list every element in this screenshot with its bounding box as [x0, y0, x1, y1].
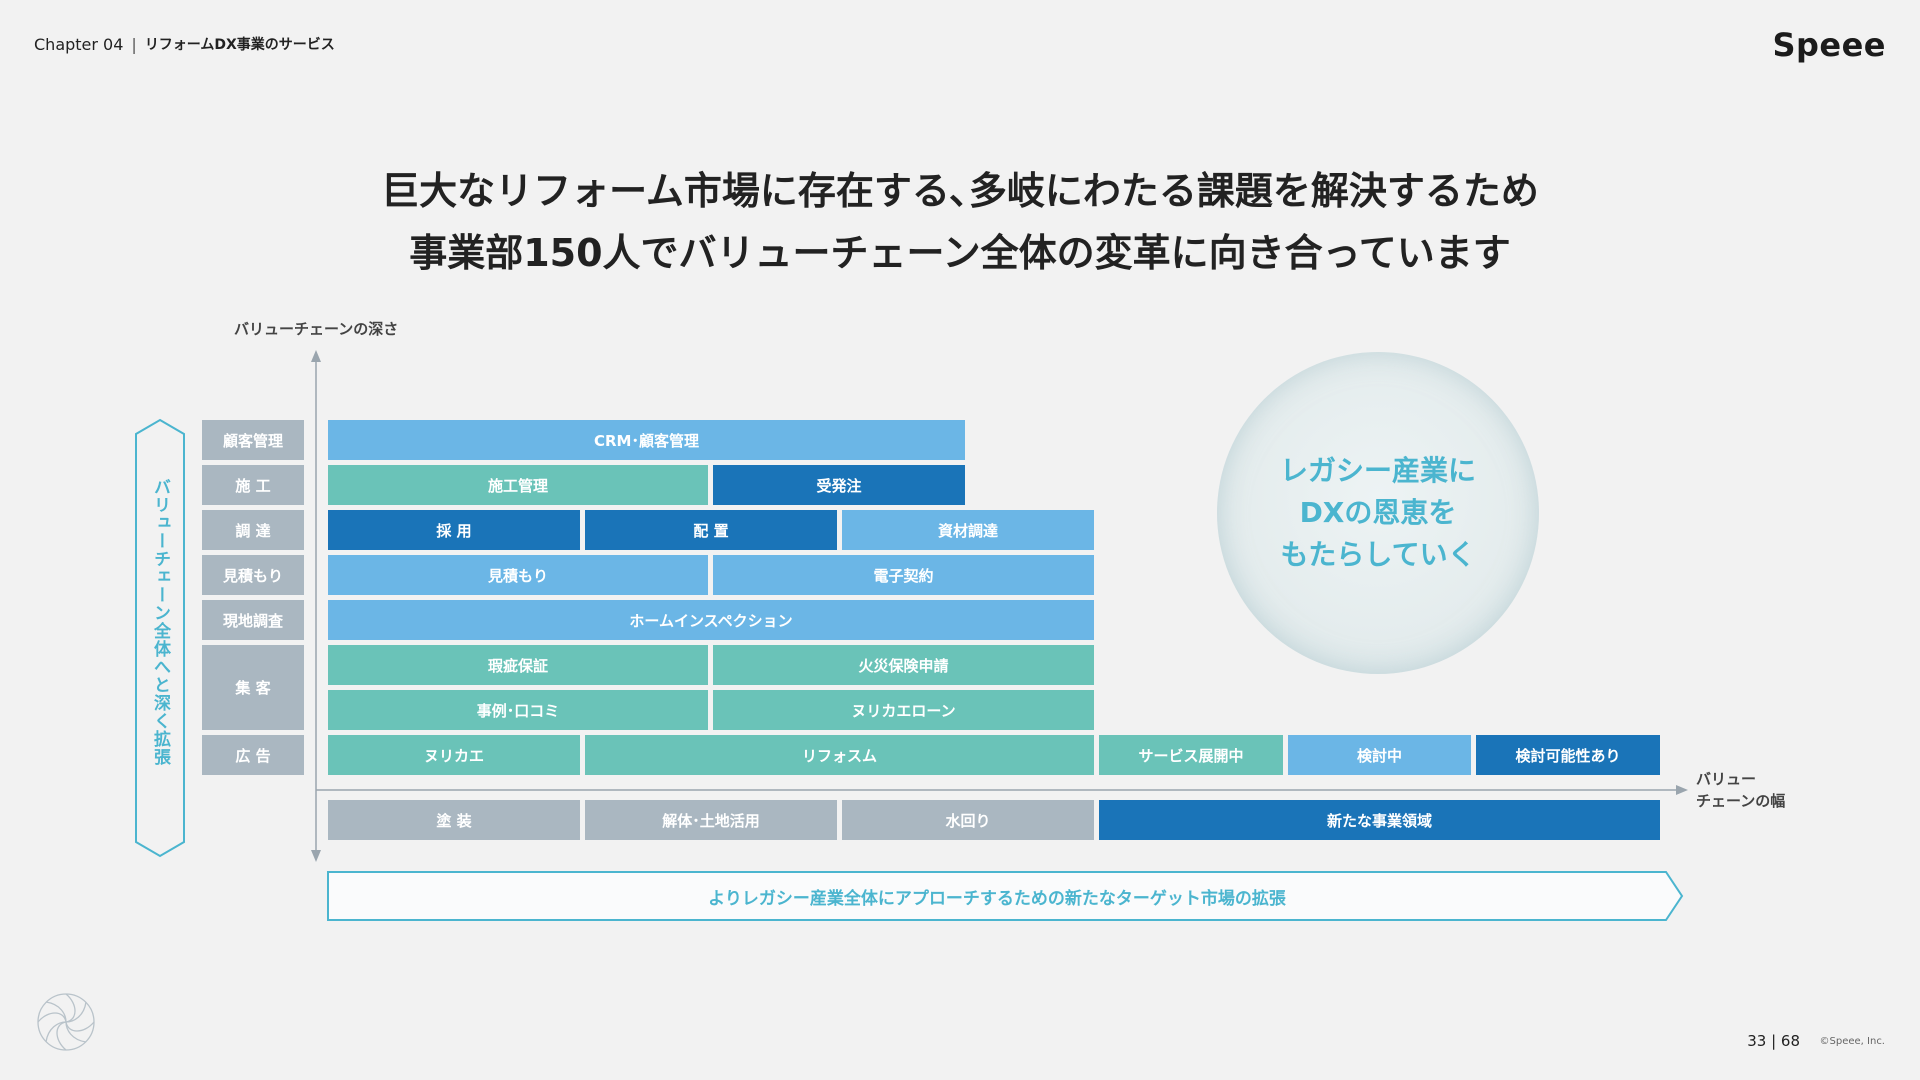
cell-estimate: 見積もり	[328, 555, 708, 595]
x-axis-label-line-1: バリュー	[1696, 770, 1757, 788]
row-label-procurement: 調 達	[202, 510, 304, 550]
vision-circle: レガシー産業に DXの恩恵を もたらしていく	[1217, 352, 1539, 674]
cell-new-domain: 新たな事業領域	[1099, 800, 1660, 840]
x-axis-label-line-2: チェーンの幅	[1696, 792, 1786, 810]
swirl-emblem-icon	[37, 993, 95, 1051]
cell-crm: CRM･顧客管理	[328, 420, 965, 460]
cell-home-inspection: ホームインスペクション	[328, 600, 1094, 640]
y-axis-label: バリューチェーンの深さ	[234, 320, 399, 338]
bottom-banner-frame	[327, 871, 1684, 921]
chapter-header: Chapter 04 | リフォームDX事業のサービス	[34, 34, 335, 54]
cell-water: 水回り	[842, 800, 1094, 840]
row-label-customer-management: 顧客管理	[202, 420, 304, 460]
cell-construction-management: 施工管理	[328, 465, 708, 505]
page-number: 33 | 68	[1747, 1032, 1800, 1050]
x-axis-arrow	[1676, 785, 1688, 795]
row-label-estimate: 見積もり	[202, 555, 304, 595]
chapter-number: Chapter 04	[34, 34, 124, 54]
cell-nurika-loan: ヌリカエローン	[713, 690, 1094, 730]
speee-logo: Speee	[1772, 26, 1886, 64]
chapter-separator: |	[131, 34, 137, 54]
row-label-site-survey: 現地調査	[202, 600, 304, 640]
page-title: 巨大なリフォーム市場に存在する､多岐にわたる課題を解決するため 事業部150人で…	[0, 160, 1920, 284]
chapter-title: リフォームDX事業のサービス	[144, 37, 335, 53]
cell-service-expanding: サービス展開中	[1099, 735, 1283, 775]
copyright: ©Speee, Inc.	[1819, 1036, 1885, 1047]
cell-dispatch: 配 置	[585, 510, 837, 550]
row-label-construction: 施 工	[202, 465, 304, 505]
cell-considering: 検討中	[1288, 735, 1471, 775]
cell-materials: 資材調達	[842, 510, 1094, 550]
cell-case-reviews: 事例･口コミ	[328, 690, 708, 730]
vertical-banner-frame	[135, 418, 185, 858]
cell-defect-warranty: 瑕疵保証	[328, 645, 708, 685]
cell-painting: 塗 装	[328, 800, 580, 840]
cell-fire-insurance: 火災保険申請	[713, 645, 1094, 685]
title-line-1: 巨大なリフォーム市場に存在する､多岐にわたる課題を解決するため	[381, 169, 1539, 213]
row-label-customer-acquisition: 集 客	[202, 645, 304, 730]
cell-order: 受発注	[713, 465, 965, 505]
cell-demolition: 解体･土地活用	[585, 800, 837, 840]
cell-e-contract: 電子契約	[713, 555, 1094, 595]
cell-hiring: 採 用	[328, 510, 580, 550]
x-axis-label: バリュー チェーンの幅	[1696, 768, 1785, 812]
vision-circle-text: レガシー産業に DXの恩恵を もたらしていく	[1279, 454, 1476, 571]
cell-rifosumu: リフォスム	[585, 735, 1094, 775]
y-axis-arrow-down	[311, 850, 321, 862]
y-axis-arrow-up	[311, 350, 321, 362]
bottom-banner-text: よりレガシー産業全体にアプローチするための新たなターゲット市場の拡張	[708, 888, 1286, 909]
cell-possibly-considering: 検討可能性あり	[1476, 735, 1660, 775]
vertical-banner-text: バリューチェーン全体へと深く拡張	[150, 478, 170, 766]
title-line-2: 事業部150人でバリューチェーン全体の変革に向き合っています	[409, 231, 1511, 275]
row-label-advertising: 広 告	[202, 735, 304, 775]
cell-nurikae: ヌリカエ	[328, 735, 580, 775]
